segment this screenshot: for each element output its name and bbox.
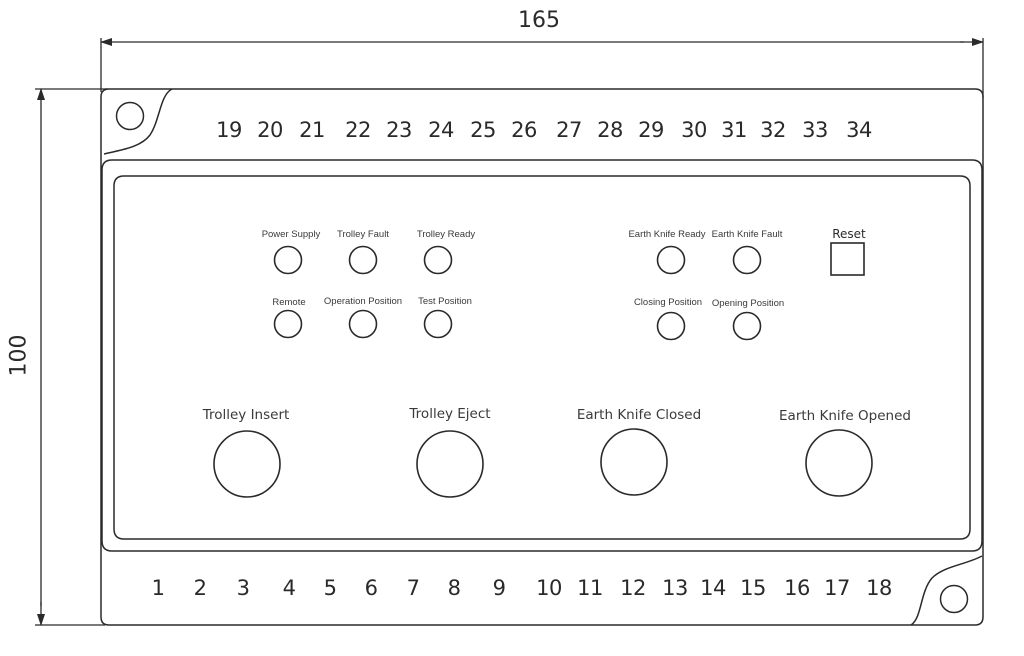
terminal-number: 12	[620, 576, 646, 600]
button-label-trolley-eject: Trolley Eject	[409, 406, 491, 422]
terminal-number: 2	[193, 576, 207, 600]
terminal-number: 4	[282, 576, 296, 600]
terminal-number: 1	[151, 576, 165, 600]
indicator-lamp-operation-position	[348, 309, 378, 339]
indicator-lamp-opening-position	[732, 311, 762, 341]
button-label-trolley-insert: Trolley Insert	[202, 407, 290, 423]
terminal-number: 17	[824, 576, 850, 600]
terminal-number: 16	[784, 576, 810, 600]
terminal-number: 24	[428, 118, 454, 142]
indicator-label-earth-knife-ready: Earth Knife Ready	[628, 229, 706, 240]
terminal-number: 11	[577, 576, 603, 600]
terminal-number: 10	[536, 576, 562, 600]
indicator-lamp-trolley-ready	[423, 245, 453, 275]
terminal-number: 25	[470, 118, 496, 142]
indicator-lamp-trolley-fault	[348, 245, 378, 275]
height-dimension	[35, 88, 105, 626]
indicator-label-closing-position: Closing Position	[633, 297, 703, 308]
terminal-number: 30	[681, 118, 707, 142]
width-dimension	[100, 38, 984, 98]
indicator-lamp-test-position	[423, 309, 453, 339]
mounting-hole-top-left	[115, 101, 145, 131]
terminal-number: 20	[257, 118, 283, 142]
mounting-ear-top-left	[103, 88, 173, 155]
indicator-label-trolley-fault: Trolley Fault	[337, 229, 389, 240]
housing-outline	[100, 88, 984, 626]
indicator-lamp-earth-knife-ready	[656, 245, 686, 275]
reset-label: Reset	[832, 227, 866, 241]
indicator-label-power-supply: Power Supply	[261, 229, 321, 240]
terminal-number: 26	[511, 118, 537, 142]
width-dimension-label: 165	[518, 8, 560, 33]
indicator-label-trolley-ready: Trolley Ready	[416, 229, 476, 240]
terminal-number: 22	[345, 118, 371, 142]
indicator-label-operation-position: Operation Position	[323, 296, 403, 307]
indicator-lamp-earth-knife-fault	[732, 245, 762, 275]
indicator-lamp-remote	[273, 309, 303, 339]
mounting-ear-bottom-right	[910, 555, 983, 626]
reset-button[interactable]	[830, 242, 865, 276]
button-label-earth-knife-closed: Earth Knife Closed	[576, 407, 702, 423]
terminal-number: 19	[216, 118, 242, 142]
indicator-label-remote: Remote	[272, 297, 306, 308]
height-dimension-label: 100	[6, 334, 32, 377]
indicator-label-test-position: Test Position	[418, 296, 472, 307]
trolley-eject-button[interactable]	[416, 430, 484, 498]
earth-knife-closed-button[interactable]	[600, 428, 668, 496]
terminal-number: 33	[802, 118, 828, 142]
terminal-number: 21	[299, 118, 325, 142]
terminal-number: 9	[492, 576, 506, 600]
terminal-number: 13	[662, 576, 688, 600]
terminal-number: 31	[721, 118, 747, 142]
terminal-number: 3	[236, 576, 250, 600]
terminal-number: 27	[556, 118, 582, 142]
terminal-number: 14	[700, 576, 726, 600]
terminal-number: 5	[323, 576, 337, 600]
terminal-number: 8	[447, 576, 461, 600]
indicator-label-earth-knife-fault: Earth Knife Fault	[711, 229, 783, 240]
mounting-hole-bottom-right	[939, 584, 969, 614]
terminal-number: 15	[740, 576, 766, 600]
terminal-number: 18	[866, 576, 892, 600]
terminal-number: 34	[846, 118, 872, 142]
indicator-lamp-power-supply	[273, 245, 303, 275]
terminal-number: 6	[364, 576, 378, 600]
terminal-number: 23	[386, 118, 412, 142]
earth-knife-opened-button[interactable]	[805, 429, 873, 497]
terminal-number: 32	[760, 118, 786, 142]
face-plate	[101, 159, 983, 552]
trolley-insert-button[interactable]	[213, 430, 281, 498]
terminal-number: 7	[406, 576, 420, 600]
button-label-earth-knife-opened: Earth Knife Opened	[779, 408, 911, 424]
indicator-label-opening-position: Opening Position	[711, 298, 785, 309]
indicator-lamp-closing-position	[656, 311, 686, 341]
label-panel	[113, 175, 971, 540]
terminal-number: 29	[638, 118, 664, 142]
terminal-number: 28	[597, 118, 623, 142]
